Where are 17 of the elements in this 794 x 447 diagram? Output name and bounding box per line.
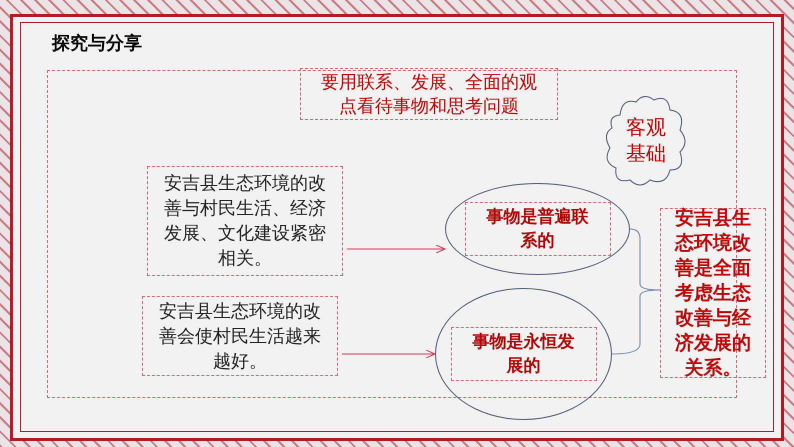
- text-box: [142, 296, 338, 376]
- text-box: [660, 208, 766, 378]
- node-text: 要用联系、发展、全面的观点看待事物和思考问题: [320, 71, 538, 118]
- cloud-text: 客观基础: [625, 116, 667, 167]
- arrow: [346, 244, 446, 254]
- ellipse-shape: [445, 183, 630, 275]
- node-text: 安吉县生态环境的改善与村民生活、经济发展、文化建设紧密相关。: [163, 172, 327, 270]
- node-text: 安吉县生态环境改善是全面考虑生态改善与经济发展的关系。: [674, 206, 752, 380]
- node-text: 安吉县生态环境的改善会使村民生活越来越好。: [158, 300, 322, 372]
- text-box: [147, 166, 343, 276]
- node-text: 事物是永恒发展的: [472, 331, 576, 377]
- text-box: [300, 68, 558, 120]
- bracket-line: [612, 290, 660, 354]
- title: 探究与分享: [52, 32, 142, 56]
- node-text: 事物是普遍联系的: [486, 206, 590, 252]
- arrow: [342, 350, 436, 358]
- ellipse-shape: [435, 288, 612, 420]
